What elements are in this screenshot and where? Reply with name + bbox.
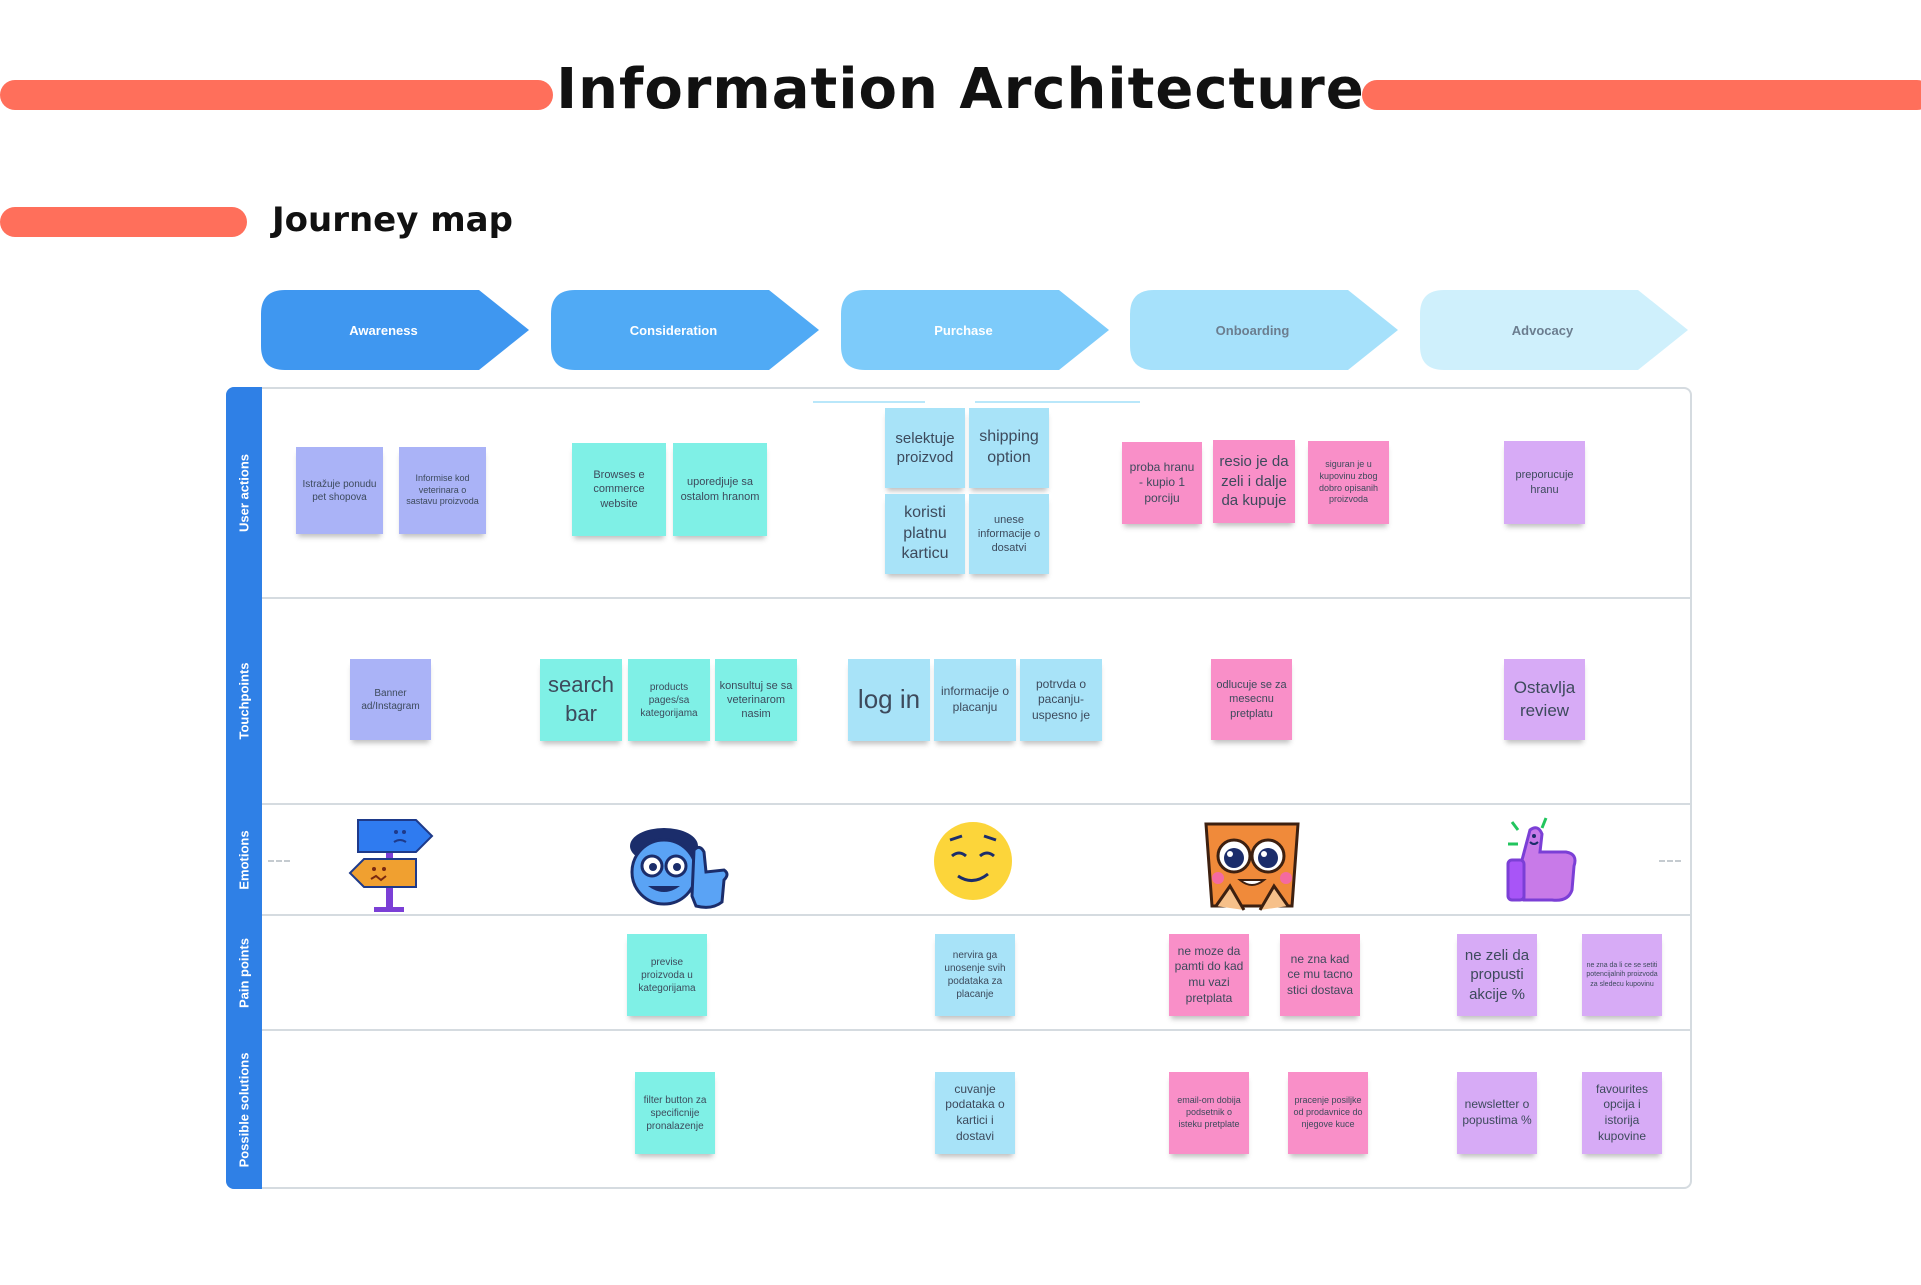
lane-label: User actions (236, 453, 252, 532)
stage-arrow-shape (261, 290, 529, 370)
page-title: Information Architecture (556, 57, 1365, 122)
row-divider (226, 803, 1692, 805)
stage-label: Consideration (629, 322, 718, 338)
sticky-note: ne zna kad ce mu tacno stici dostava (1280, 934, 1360, 1016)
sticky-note: ne zeli da propusti akcije % (1457, 934, 1537, 1016)
emotion-dash-right (1659, 860, 1681, 862)
sticky-note: newsletter o popustima % (1457, 1072, 1537, 1154)
sticky-note: log in (848, 659, 930, 741)
stage-label: Purchase (934, 322, 993, 338)
stage-consideration: Consideration (551, 290, 821, 370)
lane-touchpoints: Touchpoints (226, 598, 262, 804)
sticky-note: ne zna da li ce se setiti potencijalnih … (1582, 934, 1662, 1016)
row-divider (226, 914, 1692, 916)
sticky-note: uporedjuje sa ostalom hranom (673, 443, 767, 536)
sticky-note: nervira ga unosenje svih podataka za pla… (935, 934, 1015, 1016)
sticky-note: previse proizvoda u kategorijama (627, 934, 707, 1016)
stage-purchase: Purchase (841, 290, 1111, 370)
sticky-note: shipping option (969, 408, 1049, 488)
lane-label: Pain points (236, 937, 252, 1008)
sticky-note: preporucuje hranu (1504, 441, 1585, 524)
sticky-note: potrvda o pacanju- uspesno je (1020, 659, 1102, 741)
stage-arrow-shape (551, 290, 819, 370)
lane-label: Emotions (236, 829, 252, 890)
stage-advocacy: Advocacy (1420, 290, 1690, 370)
sticky-note: search bar (540, 659, 622, 741)
sticky-note: products pages/sa kategorijama (628, 659, 710, 741)
subtitle-bar (0, 207, 247, 237)
sticky-note: siguran je u kupovinu zbog dobro opisani… (1308, 441, 1389, 524)
stage-awareness: Awareness (261, 290, 531, 370)
lane-emotions: Emotions (226, 804, 262, 915)
sticky-note: Istražuje ponudu pet shopova (296, 447, 383, 534)
section-title: Journey map (272, 200, 513, 240)
row-divider (226, 1029, 1692, 1031)
sticky-note: Browses e commerce website (572, 443, 666, 536)
header-bar-right (1362, 80, 1921, 110)
sticky-note: ne moze da pamti do kad mu vazi pretplat… (1169, 934, 1249, 1016)
lane-label: Possible solutions (236, 1052, 252, 1167)
sticky-note: unese informacije o dosatvi (969, 494, 1049, 574)
header-bar-left (0, 80, 553, 110)
sticky-note: koristi platnu karticu (885, 494, 965, 574)
sticky-note: Informise kod veterinara o sastavu proiz… (399, 447, 486, 534)
sticky-note: cuvanje podataka o kartici i dostavi (935, 1072, 1015, 1154)
sticky-note: pracenje posiljke od prodavnice do njego… (1288, 1072, 1368, 1154)
decor-line (975, 401, 1140, 403)
stage-label: Awareness (349, 322, 418, 338)
thinking-person-icon (630, 828, 729, 909)
sticky-note: odlucuje se za mesecnu pretplatu (1211, 659, 1292, 740)
stage-onboarding: Onboarding (1130, 290, 1400, 370)
stage-arrow-shape (1420, 290, 1688, 370)
sticky-note: Ostavlja review (1504, 659, 1585, 740)
sticky-note: konsultuj se sa veterinarom nasim (715, 659, 797, 741)
sticky-note: selektuje proizvod (885, 408, 965, 488)
content-smiley-icon (934, 822, 1012, 900)
stage-label: Onboarding (1215, 322, 1290, 338)
stage-arrow-shape (1130, 290, 1398, 370)
decor-line (813, 401, 925, 403)
lane-user-actions: User actions (226, 387, 262, 598)
sticky-note: filter button za specificnije pronalazen… (635, 1072, 715, 1154)
lane-pain-points: Pain points (226, 915, 262, 1030)
stage-arrow-shape (841, 290, 1109, 370)
row-divider (226, 597, 1692, 599)
thumbs-up-icon (1506, 817, 1577, 902)
excited-cookie-icon (1204, 822, 1300, 911)
signpost-confused-icon (348, 819, 434, 912)
sticky-note: favourites opcija i istorija kupovine (1582, 1072, 1662, 1154)
sticky-note: Banner ad/Instagram (350, 659, 431, 740)
emotion-dash-left (268, 860, 290, 862)
sticky-note: proba hranu - kupio 1 porciju (1122, 442, 1202, 524)
lane-label: Touchpoints (236, 662, 252, 740)
sticky-note: resio je da zeli i dalje da kupuje (1213, 440, 1295, 523)
sticky-note: informacije o placanju (934, 659, 1016, 741)
lane-possible-solutions: Possible solutions (226, 1030, 262, 1189)
stage-label: Advocacy (1511, 322, 1574, 338)
sticky-note: email-om dobija podsetnik o isteku pretp… (1169, 1072, 1249, 1154)
